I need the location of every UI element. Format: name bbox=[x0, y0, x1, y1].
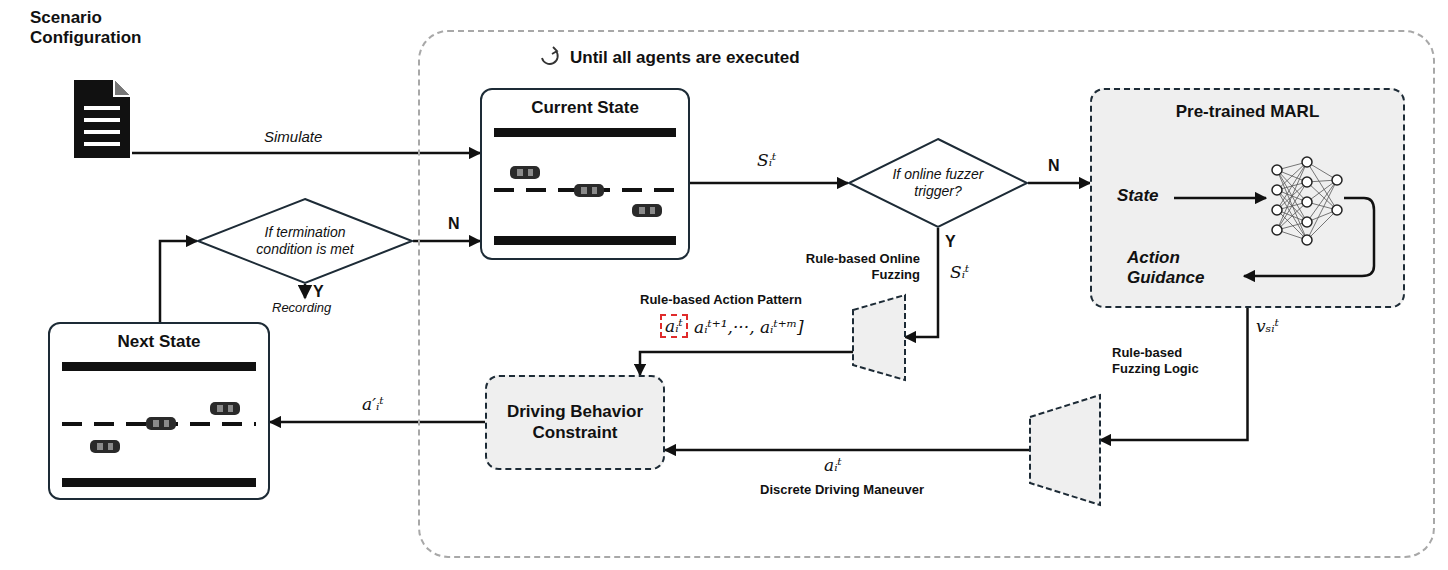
node-text: Driving Behavior Constraint bbox=[495, 402, 655, 443]
pattern-label: Rule-based Action Pattern bbox=[640, 292, 802, 308]
edge-label: Sᵢᵗ bbox=[755, 150, 778, 170]
edge-label: aᵢᵗ bbox=[822, 455, 844, 475]
fuzzing-logic-trapezoid: Rule-based Fuzzing Logic bbox=[1030, 395, 1100, 505]
edge-label: vₛᵢᵗ bbox=[1254, 316, 1281, 336]
node-text: Pre-trained MARL bbox=[1092, 102, 1403, 122]
output-label: Recording bbox=[272, 300, 331, 316]
constraint-box: Driving Behavior Constraint bbox=[485, 375, 665, 470]
state-box: Current State bbox=[480, 88, 690, 260]
current-action: aᵢᵗ bbox=[660, 314, 688, 338]
edge-label: N bbox=[446, 214, 462, 233]
marl-box: Pre-trained MARL StateAction Guidance bbox=[1090, 88, 1405, 308]
flow-arrow bbox=[160, 241, 197, 322]
flow-arrow bbox=[690, 182, 848, 185]
flow-arrow bbox=[665, 449, 1030, 452]
edge-label: Simulate bbox=[262, 128, 324, 146]
flow-arrow bbox=[413, 240, 480, 243]
flow-arrow bbox=[132, 152, 480, 155]
action-sequence: aᵢᵗ⁺¹,···, aᵢᵗ⁺ᵐ] bbox=[694, 317, 804, 337]
loop-region: Until all agents are executedCurrent Sta… bbox=[418, 30, 1435, 558]
fuzzing-logic-trapezoid-outline bbox=[1030, 395, 1100, 505]
edge-label: N bbox=[1046, 156, 1062, 175]
flow-arrow bbox=[905, 228, 938, 337]
flow-arrow bbox=[1100, 308, 1248, 440]
node-text: Scenario Configuration bbox=[30, 8, 180, 49]
fuzzer-trapezoid-outline bbox=[853, 295, 905, 380]
branch-label: Y bbox=[945, 232, 956, 251]
edge-label: Sᵢᵗ bbox=[948, 262, 971, 282]
node-text: If online fuzzer trigger? bbox=[888, 166, 988, 200]
node-text: Rule-based Online Fuzzing bbox=[785, 251, 920, 282]
node-text: Current State bbox=[482, 98, 688, 118]
recording-arrow bbox=[304, 284, 307, 298]
node-text: Until all agents are executed bbox=[570, 48, 870, 68]
branch-label: Y bbox=[313, 282, 324, 301]
fuzzer-trapezoid: Rule-based Online Fuzzing bbox=[853, 295, 905, 380]
edge-label: a′ᵢᵗ bbox=[360, 394, 386, 414]
node-text: If termination condition is met bbox=[241, 224, 369, 258]
flow-arrow bbox=[1028, 182, 1090, 185]
flow-arrow bbox=[640, 352, 853, 375]
node-text: State bbox=[1117, 186, 1177, 206]
decision-diamond: If online fuzzer trigger? bbox=[848, 138, 1028, 228]
node-text: Rule-based Fuzzing Logic bbox=[1112, 345, 1230, 376]
decision-diamond: If termination condition is met bbox=[197, 198, 413, 284]
node-text: Next State bbox=[50, 332, 268, 352]
document-icon-outline bbox=[72, 78, 132, 160]
state-box: Next State bbox=[48, 322, 270, 500]
flow-arrow bbox=[270, 421, 485, 424]
maneuver-label: Discrete Driving Maneuver bbox=[760, 482, 924, 498]
document-icon: Scenario Configuration bbox=[72, 78, 132, 160]
node-text: Action Guidance bbox=[1127, 248, 1237, 289]
cycle-icon bbox=[542, 47, 558, 64]
